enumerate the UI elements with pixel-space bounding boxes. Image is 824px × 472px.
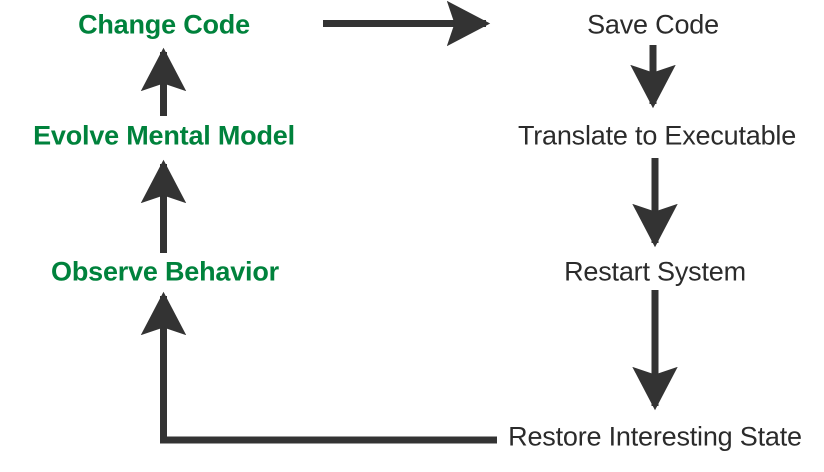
node-observe-behavior: Observe Behavior <box>51 256 279 287</box>
edge-restore-state-to-observe-behavior <box>140 291 497 444</box>
node-restart-system: Restart System <box>564 256 746 287</box>
node-restore-interesting-state: Restore Interesting State <box>508 421 802 452</box>
node-change-code: Change Code <box>78 9 250 40</box>
node-evolve-mental-model: Evolve Mental Model <box>33 120 295 151</box>
node-save-code: Save Code <box>587 9 719 40</box>
node-translate-to-executable: Translate to Executable <box>517 120 797 151</box>
